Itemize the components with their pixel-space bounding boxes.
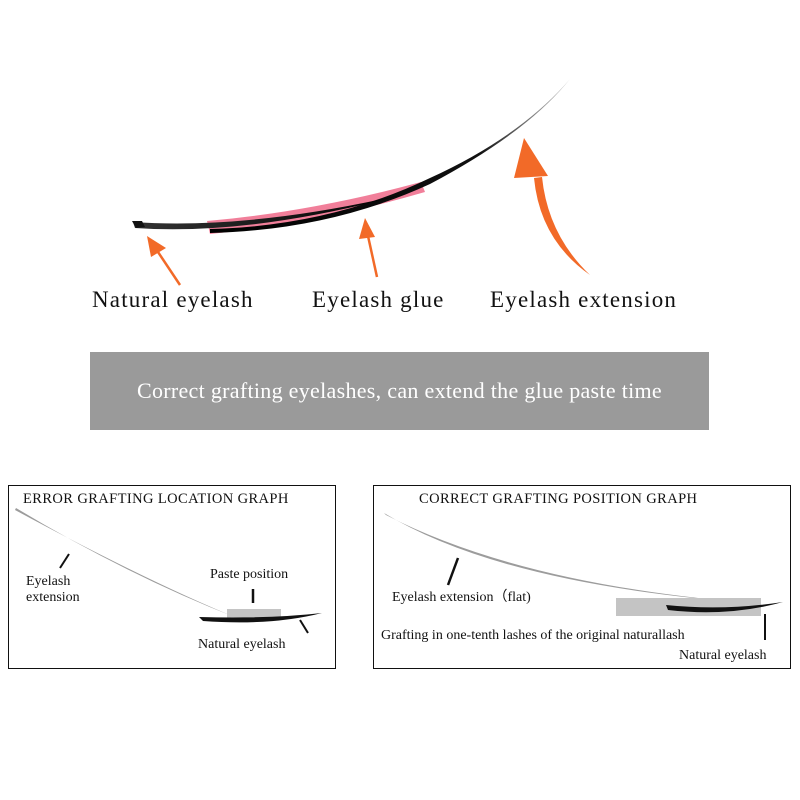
correct-grafting-label: Grafting in one-tenth lashes of the orig… xyxy=(381,628,685,643)
banner-text: Correct grafting eyelashes, can extend t… xyxy=(136,378,663,403)
error-paste-block xyxy=(227,609,281,619)
correct-grafting-panel: CORRECT GRAFTING POSITION GRAPH Eyelash … xyxy=(373,485,791,669)
error-grafting-graph xyxy=(15,508,322,634)
error-grafting-panel: ERROR GRAFTING LOCATION GRAPH Eyelash ex… xyxy=(8,485,336,669)
natural-eyelash-root xyxy=(132,221,145,228)
arrow-glue xyxy=(359,218,379,278)
lash-diagram xyxy=(132,79,590,286)
error-extension-label-2: extension xyxy=(26,590,80,605)
error-panel-title: ERROR GRAFTING LOCATION GRAPH xyxy=(23,491,289,507)
label-eyelash-glue: Eyelash glue xyxy=(312,287,445,312)
error-extension-label-1: Eyelash xyxy=(26,574,71,589)
glue-band xyxy=(207,182,425,234)
correct-natural-lash xyxy=(666,602,783,613)
correct-extension-label: Eyelash extension（flat) xyxy=(392,590,531,605)
error-natural-lash xyxy=(199,613,322,623)
correct-grafting-graph xyxy=(384,513,783,640)
arrow-natural xyxy=(147,236,182,286)
correct-natural-label: Natural eyelash xyxy=(679,648,767,663)
natural-eyelash-shape xyxy=(133,194,405,230)
error-natural-label: Natural eyelash xyxy=(198,637,286,652)
error-paste-label: Paste position xyxy=(210,567,289,582)
label-natural-eyelash: Natural eyelash xyxy=(92,287,254,312)
arrow-extension xyxy=(514,138,590,275)
label-eyelash-extension: Eyelash extension xyxy=(490,287,678,312)
correct-panel-title: CORRECT GRAFTING POSITION GRAPH xyxy=(419,491,698,507)
eyelash-extension xyxy=(210,79,570,233)
info-banner: Correct grafting eyelashes, can extend t… xyxy=(90,352,709,430)
